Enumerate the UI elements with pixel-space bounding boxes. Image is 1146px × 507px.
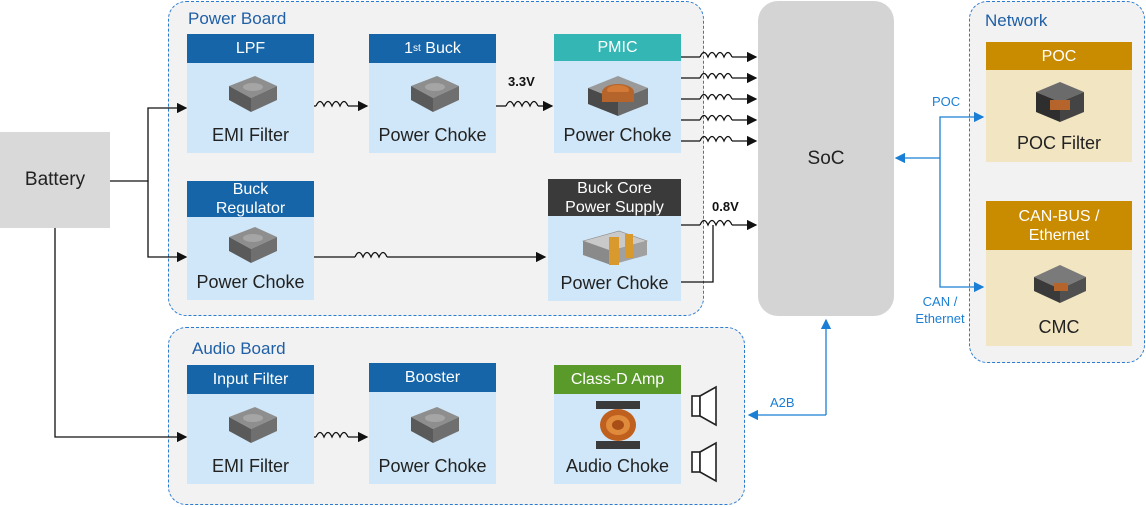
pmic-block: PMIC Power Choke	[554, 34, 681, 153]
lpf-label: EMI Filter	[211, 125, 289, 145]
buck-regulator-label: Power Choke	[196, 272, 305, 292]
input-filter-label: EMI Filter	[211, 456, 289, 476]
first-buck-header-sup: st	[413, 43, 421, 54]
booster-header: Booster	[369, 363, 496, 392]
class-d-amp-header-text: Class-D Amp	[570, 371, 665, 388]
buck-core-block: Buck Core Power Supply Power Choke	[548, 179, 681, 301]
booster-block: Booster Power Choke	[369, 363, 496, 484]
flat-inductor-icon	[581, 230, 648, 265]
first-buck-header-rest: Buck	[420, 40, 461, 57]
class-d-amp-label: Audio Choke	[565, 456, 670, 476]
pmic-header-text: PMIC	[597, 39, 638, 56]
a2b-link-label: A2B	[770, 395, 795, 410]
pmic-header: PMIC	[554, 34, 681, 61]
buck-core-header-line2: Power Supply	[565, 198, 664, 216]
speaker-icons	[691, 385, 717, 483]
soc-label: SoC	[807, 147, 845, 169]
poc-header-text: POC	[1041, 47, 1077, 65]
lpf-block: LPF EMI Filter	[187, 34, 314, 153]
smd-inductor-icon	[410, 407, 459, 443]
can-link-label: CAN / Ethernet	[906, 293, 974, 327]
input-filter-header-text: Input Filter	[212, 371, 289, 388]
first-buck-header-num: 1	[404, 40, 414, 57]
poc-label: POC Filter	[1016, 133, 1101, 153]
lpf-header: LPF	[187, 34, 314, 63]
input-filter-block: Input Filter EMI Filter	[187, 365, 314, 484]
can-link-line1: CAN /	[922, 294, 958, 309]
booster-header-text: Booster	[404, 369, 461, 386]
audio-board-title: Audio Board	[192, 339, 286, 358]
poc-block: POC POC Filter	[986, 42, 1132, 162]
coil-inductor-icon	[587, 76, 648, 116]
buck-regulator-header: Buck Regulator	[187, 181, 314, 217]
pmic-label: Power Choke	[563, 125, 672, 145]
audio-choke-icon	[595, 401, 640, 449]
class-d-amp-block: Class-D Amp Audio Choke	[554, 365, 681, 484]
network-title: Network	[985, 11, 1048, 30]
smd-inductor-icon	[410, 76, 459, 112]
can-ethernet-header-line2: Ethernet	[1028, 226, 1090, 244]
poc-link-label: POC	[932, 94, 961, 109]
can-ethernet-header: CAN-BUS / Ethernet	[986, 201, 1132, 250]
poc-filter-icon	[1036, 82, 1084, 122]
buck-regulator-block: Buck Regulator Power Choke	[187, 181, 314, 300]
can-link-line2: Ethernet	[915, 311, 965, 326]
buck-regulator-header-line1: Buck	[232, 181, 269, 198]
can-ethernet-block: CAN-BUS / Ethernet CMC	[986, 201, 1132, 346]
input-filter-header: Input Filter	[187, 365, 314, 394]
battery-block: Battery	[0, 132, 110, 228]
smd-inductor-icon	[228, 76, 277, 112]
buck-regulator-header-line2: Regulator	[215, 200, 286, 217]
voltage-0v8-label: 0.8V	[712, 199, 739, 214]
class-d-amp-header: Class-D Amp	[554, 365, 681, 394]
buck-core-header-line1: Buck Core	[577, 179, 652, 197]
battery-label: Battery	[24, 169, 86, 190]
booster-label: Power Choke	[378, 456, 487, 476]
lpf-header-text: LPF	[235, 40, 266, 57]
buck-core-label: Power Choke	[560, 273, 669, 293]
smd-inductor-icon	[228, 227, 277, 263]
voltage-3v3-label: 3.3V	[508, 74, 535, 89]
first-buck-label: Power Choke	[378, 125, 487, 145]
buck-core-header: Buck Core Power Supply	[548, 179, 681, 216]
can-ethernet-label: CMC	[1038, 317, 1080, 337]
power-board-title: Power Board	[188, 9, 287, 28]
cmc-icon	[1034, 265, 1086, 303]
poc-header: POC	[986, 42, 1132, 70]
can-ethernet-header-line1: CAN-BUS /	[1018, 207, 1100, 225]
soc-block: SoC	[758, 1, 894, 316]
smd-inductor-icon	[228, 407, 277, 443]
